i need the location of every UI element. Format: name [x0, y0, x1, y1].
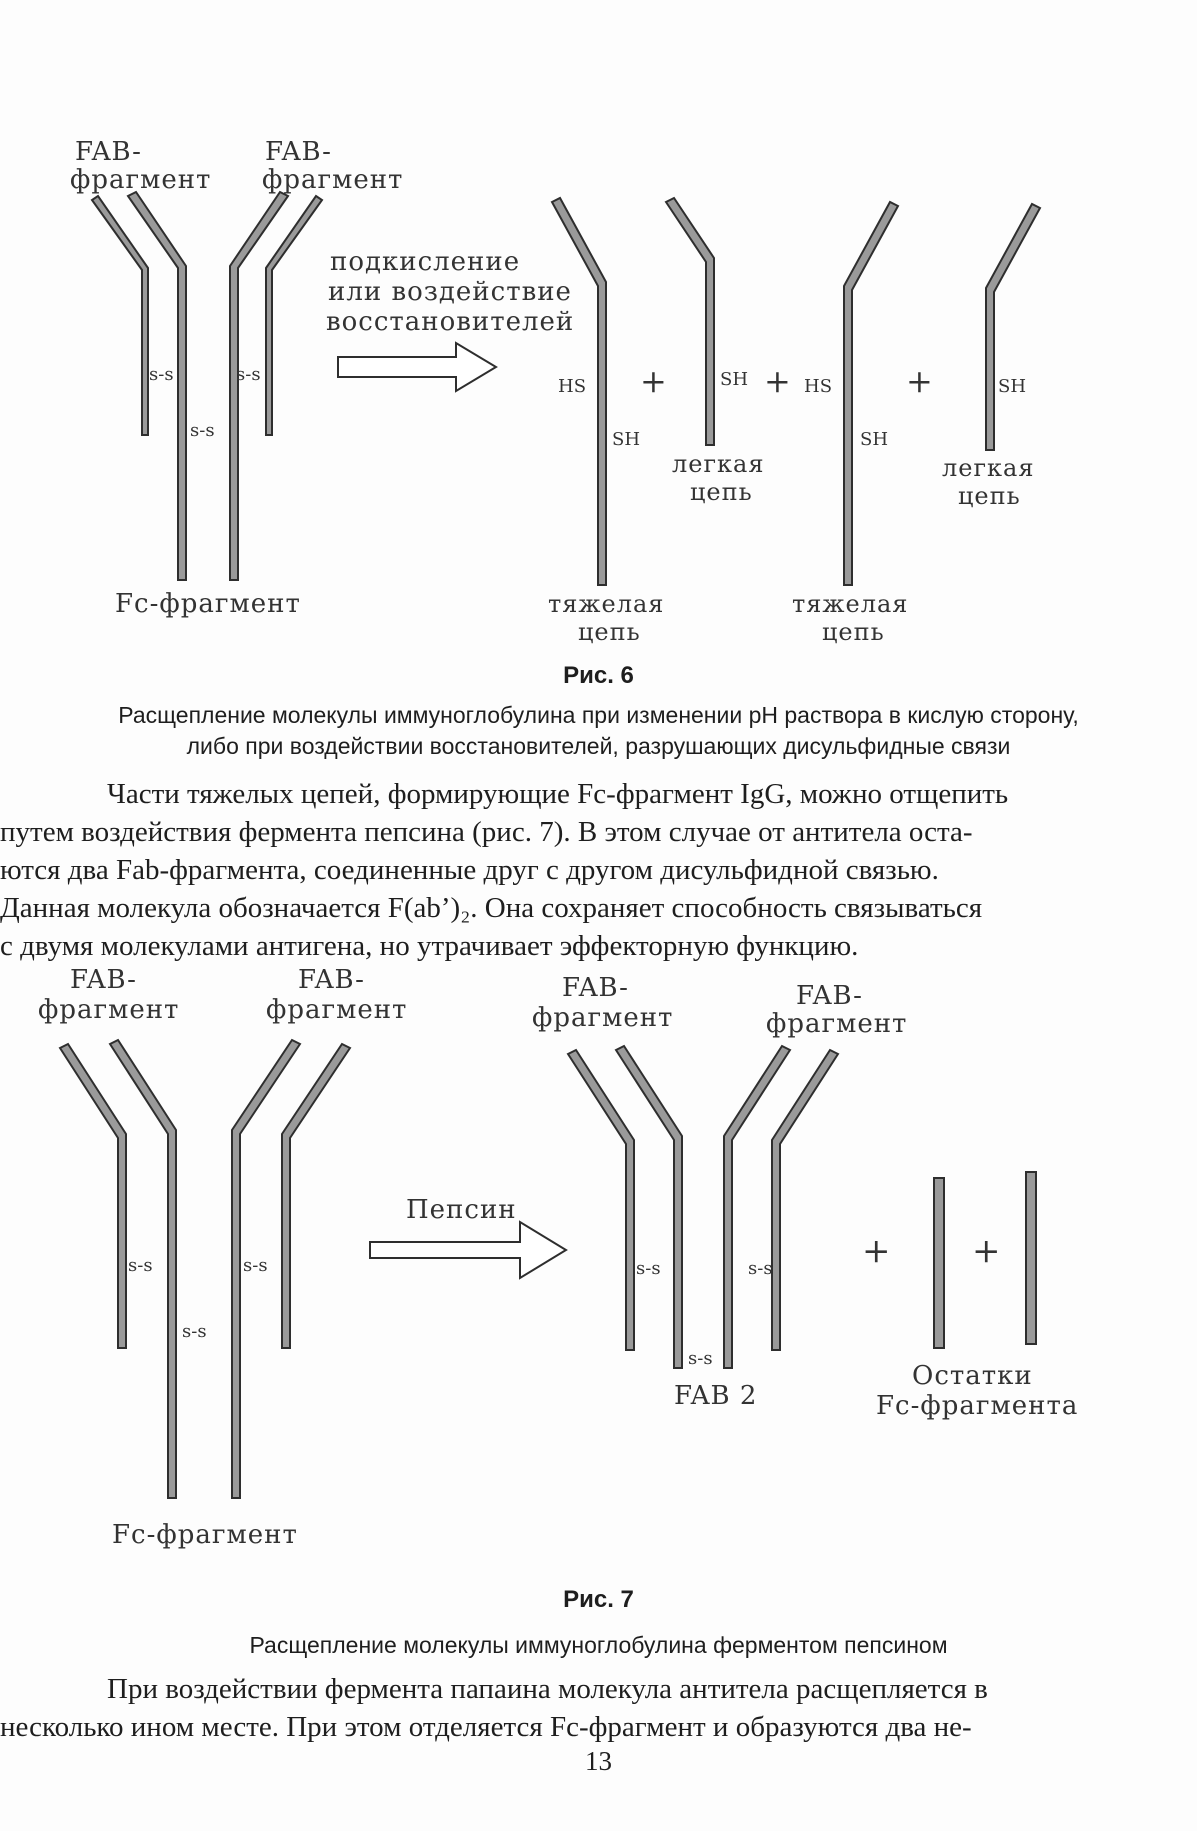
light-chain-label-2-line2: цепь	[958, 482, 1021, 510]
figure-7-number: Рис. 7	[563, 1586, 634, 1613]
plus-sign-3: +	[906, 362, 933, 400]
sh-label-light-2: SH	[998, 376, 1026, 397]
disulfide-bond-right: s-s	[748, 1258, 773, 1279]
disulfide-bond-left: s-s	[636, 1258, 661, 1279]
heavy-chain-right	[229, 190, 290, 581]
antibody-molecule: s-s s-s s-s	[90, 190, 324, 581]
figure-7-diagram: FAB- фрагмент FAB- фрагмент s-s s-s s-s …	[38, 965, 1078, 1550]
heavy-chain-left	[126, 190, 187, 581]
light-chain-label-2-line1: легкая	[942, 454, 1034, 482]
arrow-label-line1: подкисление	[330, 247, 520, 277]
plus-sign-1: +	[862, 1231, 891, 1271]
remnants-label-line2: Fc-фрагмента	[876, 1391, 1078, 1421]
heavy-chain-left	[108, 1038, 177, 1499]
paragraph-line: путем воздействия фермента пепсина (рис.…	[0, 816, 973, 848]
fab-label-left-line1: FAB-	[70, 965, 137, 995]
paragraph-line: с двумя молекулами антигена, но утрачива…	[0, 930, 859, 962]
light-chain-right	[281, 1042, 352, 1349]
heavy-chain-right	[231, 1038, 302, 1499]
paragraph-line: При воздействии фермента папаина молекул…	[107, 1673, 988, 1705]
figure-6-caption-line: либо при воздействии восстановителей, ра…	[186, 733, 1011, 759]
body-paragraph-2: При воздействии фермента папаина молекул…	[0, 1670, 1090, 1746]
page-number: 13	[585, 1746, 612, 1776]
hs-label-2: HS	[804, 376, 832, 397]
disulfide-bond-center: s-s	[190, 420, 215, 441]
hs-label-1: HS	[558, 376, 586, 397]
figure-6-number: Рис. 6	[563, 662, 634, 689]
fab-label-right-line1: FAB-	[265, 137, 332, 167]
plus-sign-2: +	[972, 1231, 1001, 1271]
body-paragraph-1: Части тяжелых цепей, формирующие Fc-фраг…	[0, 775, 1090, 965]
disulfide-bond-left: s-s	[128, 1255, 153, 1276]
fab-label-left-line1: FAB-	[75, 137, 142, 167]
arrow-label-line3: восстановителей	[326, 307, 574, 337]
light-chain-left	[566, 1048, 635, 1351]
fc-fragment-label: Fc-фрагмент	[115, 589, 301, 619]
disulfide-bond-center: s-s	[688, 1348, 713, 1369]
fab-label-right-line2: фрагмент	[262, 165, 403, 195]
disulfide-bond-left: s-s	[149, 364, 174, 385]
fab-label-left-line2: фрагмент	[70, 165, 211, 195]
heavy-chain-1	[550, 196, 607, 586]
heavy-chain-label-1-line2: цепь	[578, 618, 641, 646]
arrow-label: Пепсин	[406, 1195, 517, 1225]
disulfide-bond-right: s-s	[236, 364, 261, 385]
figure-7-caption: Расщепление молекулы иммуноглобулина фер…	[249, 1632, 948, 1658]
paragraph-line: несколько ином месте. При этом отделяетс…	[0, 1711, 972, 1743]
figure-6-diagram: FAB- фрагмент FAB- фрагмент s-s s-s s-s …	[70, 137, 1042, 646]
light-chain-2	[985, 202, 1042, 451]
fab-label-product-right-line2: фрагмент	[766, 1009, 907, 1039]
fc-remnant-1	[933, 1177, 945, 1349]
paragraph-line: ются два Fab-фрагмента, соединенные друг…	[0, 854, 939, 886]
fab-label-right-line1: FAB-	[298, 965, 365, 995]
plus-sign-1: +	[640, 362, 667, 400]
figure-6-caption-line: Расщепление молекулы иммуноглобулина при…	[118, 702, 1079, 728]
paragraph-line: Данная молекула обозначается F(ab’)₂. Он…	[0, 892, 983, 924]
arrow-label-line2: или воздействие	[328, 277, 572, 307]
fc-remnant-2	[1025, 1171, 1037, 1345]
heavy-chain-2	[843, 200, 900, 586]
light-chain-right	[771, 1048, 840, 1351]
disulfide-bond-center: s-s	[182, 1321, 207, 1342]
heavy-chain-label-2-line1: тяжелая	[792, 590, 908, 618]
heavy-chain-left	[614, 1044, 683, 1369]
reaction-arrow	[337, 341, 498, 393]
fab-label-left-line2: фрагмент	[38, 995, 179, 1025]
light-chain-1	[664, 196, 715, 446]
fab-label-product-right-line1: FAB-	[796, 981, 863, 1011]
heavy-chain-right	[723, 1044, 792, 1369]
fab2-molecule: s-s s-s s-s	[566, 1044, 840, 1369]
light-chain-right	[265, 194, 324, 436]
heavy-chain-label-1-line1: тяжелая	[548, 590, 664, 618]
fab-label-product-left-line2: фрагмент	[532, 1003, 673, 1033]
antibody-molecule: s-s s-s s-s	[58, 1038, 352, 1499]
light-chain-left	[90, 194, 149, 436]
sh-label-heavy-2: SH	[860, 429, 888, 450]
disulfide-bond-right: s-s	[243, 1255, 268, 1276]
fab-label-product-left-line1: FAB-	[562, 973, 629, 1003]
figure-6-caption: Расщепление молекулы иммуноглобулина при…	[40, 700, 1157, 762]
fab-label-right-line2: фрагмент	[266, 995, 407, 1025]
heavy-chain-label-2-line2: цепь	[822, 618, 885, 646]
sh-label-light-1: SH	[720, 369, 748, 390]
fab2-label: FAB 2	[674, 1381, 757, 1411]
remnants-label-line1: Остатки	[912, 1361, 1033, 1391]
plus-sign-2: +	[764, 362, 791, 400]
reaction-arrow	[369, 1220, 568, 1280]
fc-fragment-label: Fc-фрагмент	[112, 1520, 298, 1550]
light-chain-label-1-line2: цепь	[690, 478, 753, 506]
sh-label-heavy-1: SH	[612, 429, 640, 450]
paragraph-line: Части тяжелых цепей, формирующие Fc-фраг…	[107, 778, 1009, 810]
light-chain-label-1-line1: легкая	[672, 450, 764, 478]
light-chain-left	[58, 1042, 127, 1349]
